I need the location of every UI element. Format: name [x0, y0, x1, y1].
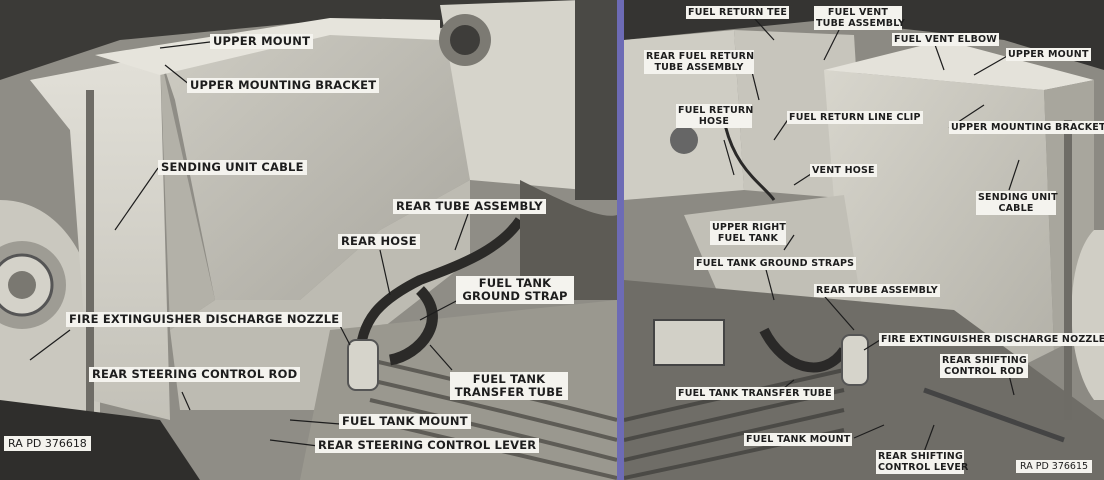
- label-fuel-tank-transfer-tube-line2: TRANSFER TUBE: [454, 385, 564, 399]
- label-fuel-return-hose: FUEL RETURN HOSE: [676, 104, 754, 128]
- left-photo-illustration: [0, 0, 617, 480]
- label-rear-fuel-return-tube-assembly-line1: REAR FUEL RETURN: [646, 51, 755, 62]
- label-vent-hose: VENT HOSE: [810, 164, 877, 177]
- label-rear-shifting-control-rod-line1: REAR SHIFTING: [942, 355, 1027, 366]
- label-rear-tube-assembly: REAR TUBE ASSEMBLY: [814, 284, 940, 297]
- label-fuel-tank-transfer-tube: FUEL TANK TRANSFER TUBE: [676, 387, 834, 400]
- label-rear-shifting-control-lever-line1: REAR SHIFTING: [878, 451, 963, 462]
- label-fuel-return-hose-line1: FUEL RETURN: [678, 105, 754, 116]
- label-fuel-tank-ground-strap-line2: GROUND STRAP: [462, 289, 568, 303]
- label-rear-fuel-return-tube-assembly-line2: TUBE ASSEMBLY: [654, 62, 744, 73]
- label-rear-tube-assembly: REAR TUBE ASSEMBLY: [393, 199, 546, 214]
- label-fuel-return-line-clip: FUEL RETURN LINE CLIP: [787, 111, 923, 124]
- label-upper-right-fuel-tank-line2: FUEL TANK: [717, 233, 779, 244]
- label-rear-shifting-control-rod: REAR SHIFTING CONTROL ROD: [940, 354, 1028, 378]
- panel-divider: [617, 0, 624, 480]
- figure-reference-right: RA PD 376615: [1016, 460, 1093, 473]
- label-upper-right-fuel-tank: UPPER RIGHT FUEL TANK: [710, 221, 786, 245]
- label-upper-mount: UPPER MOUNT: [210, 34, 314, 49]
- label-rear-shifting-control-lever: REAR SHIFTING CONTROL LEVER: [876, 450, 969, 474]
- label-rear-shifting-control-lever-line2: CONTROL LEVER: [878, 462, 969, 473]
- label-sending-unit-cable: SENDING UNIT CABLE: [158, 160, 307, 175]
- label-upper-mount: UPPER MOUNT: [1006, 48, 1091, 61]
- label-upper-mounting-bracket: UPPER MOUNTING BRACKET: [187, 78, 380, 93]
- label-fuel-tank-mount: FUEL TANK MOUNT: [744, 433, 853, 446]
- label-rear-steering-control-lever: REAR STEERING CONTROL LEVER: [315, 438, 540, 453]
- label-rear-shifting-control-rod-line2: CONTROL ROD: [944, 366, 1024, 377]
- left-photo-panel: UPPER MOUNT UPPER MOUNTING BRACKET SENDI…: [0, 0, 617, 480]
- label-fuel-tank-ground-straps: FUEL TANK GROUND STRAPS: [694, 257, 857, 270]
- label-sending-unit-cable-line2: CABLE: [998, 203, 1034, 214]
- label-fuel-tank-ground-strap-line1: FUEL TANK: [478, 276, 552, 290]
- figure-reference-left: RA PD 376618: [4, 436, 91, 451]
- label-upper-mounting-bracket: UPPER MOUNTING BRACKET: [949, 121, 1104, 134]
- label-fuel-vent-tube-assembly: FUEL VENT TUBE ASSEMBLY: [814, 6, 906, 30]
- label-upper-right-fuel-tank-line1: UPPER RIGHT: [712, 222, 787, 233]
- label-fuel-vent-elbow: FUEL VENT ELBOW: [892, 33, 999, 46]
- right-photo-panel: FUEL RETURN TEE FUEL VENT TUBE ASSEMBLY …: [624, 0, 1104, 480]
- label-sending-unit-cable-line1: SENDING UNIT: [978, 192, 1058, 203]
- label-fire-extinguisher-discharge-nozzle: FIRE EXTINGUISHER DISCHARGE NOZZLE: [879, 333, 1104, 346]
- label-rear-hose: REAR HOSE: [338, 234, 420, 249]
- label-fuel-tank-transfer-tube: FUEL TANK TRANSFER TUBE: [450, 372, 568, 400]
- label-fuel-return-tee: FUEL RETURN TEE: [686, 6, 790, 19]
- label-rear-steering-control-rod: REAR STEERING CONTROL ROD: [89, 367, 301, 382]
- label-rear-fuel-return-tube-assembly: REAR FUEL RETURN TUBE ASSEMBLY: [644, 50, 754, 74]
- label-sending-unit-cable: SENDING UNIT CABLE: [976, 191, 1058, 215]
- label-fuel-tank-transfer-tube-line1: FUEL TANK: [472, 372, 546, 386]
- label-fuel-return-hose-line2: HOSE: [698, 116, 730, 127]
- label-fuel-tank-ground-strap: FUEL TANK GROUND STRAP: [456, 276, 574, 304]
- label-fire-extinguisher-discharge-nozzle: FIRE EXTINGUISHER DISCHARGE NOZZLE: [66, 312, 343, 327]
- label-fuel-vent-tube-assembly-line1: FUEL VENT: [827, 7, 889, 18]
- label-fuel-tank-mount: FUEL TANK MOUNT: [339, 414, 471, 429]
- label-fuel-vent-tube-assembly-line2: TUBE ASSEMBLY: [816, 18, 906, 29]
